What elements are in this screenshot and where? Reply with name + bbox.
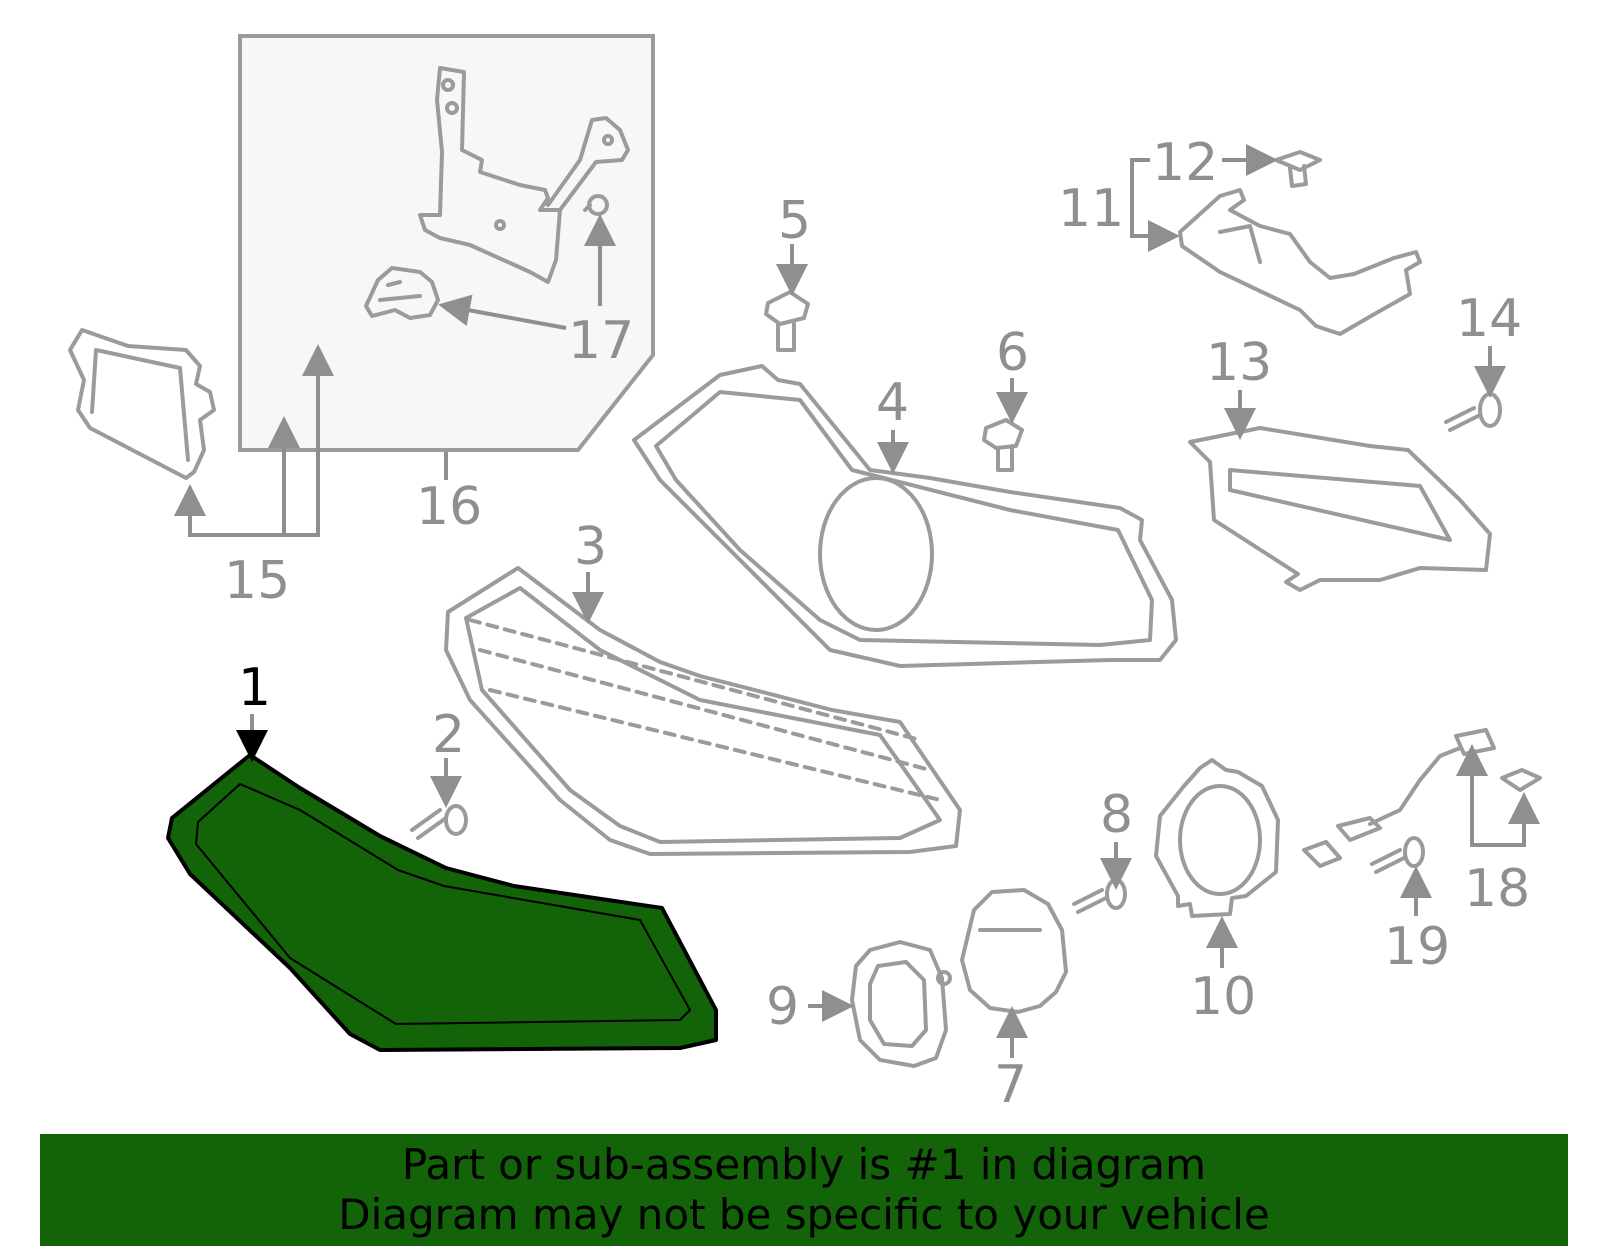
label-15: 15	[224, 551, 290, 611]
callout-arrows	[174, 144, 1540, 1058]
part-3-grille	[444, 566, 962, 856]
part-2-screw	[410, 804, 468, 840]
part-17-switch	[364, 266, 440, 320]
banner-line-1: Part or sub-assembly is #1 in diagram	[401, 1140, 1207, 1189]
label-16: 16	[416, 477, 482, 537]
parts-diagram: 1 2 3 4 5 6 7 8 9 10 11 12 13 14 15 16 1…	[68, 34, 1542, 1115]
label-9: 9	[766, 977, 799, 1037]
part-4-molding	[632, 364, 1178, 668]
part-18-harness	[1302, 728, 1542, 868]
part-13-lamp	[1188, 426, 1492, 592]
label-2: 2	[432, 705, 465, 765]
label-8: 8	[1100, 785, 1133, 845]
part-19-screw	[1370, 836, 1425, 874]
part-15-sensor	[68, 328, 216, 480]
label-18: 18	[1464, 859, 1530, 919]
label-11: 11	[1058, 179, 1124, 239]
label-4: 4	[876, 373, 909, 433]
part-10-ring	[1154, 758, 1280, 918]
label-3: 3	[574, 517, 607, 577]
label-13: 13	[1206, 333, 1272, 393]
part-16-box	[238, 34, 655, 452]
part-8-screw	[1072, 878, 1127, 914]
part-5-bolt	[764, 290, 810, 352]
label-10: 10	[1190, 967, 1256, 1027]
info-banner: Part or sub-assembly is #1 in diagram Di…	[40, 1134, 1568, 1246]
part-11-bracket	[1178, 188, 1422, 336]
banner-line-2: Diagram may not be specific to your vehi…	[338, 1190, 1270, 1239]
part-7-lamp	[960, 888, 1068, 1014]
label-7: 7	[994, 1055, 1027, 1115]
label-6: 6	[996, 323, 1029, 383]
part-1-grille-highlight	[166, 753, 718, 1052]
label-12: 12	[1152, 133, 1218, 193]
part-9-bezel	[850, 940, 952, 1068]
part-12-clip	[1274, 150, 1322, 188]
label-19: 19	[1384, 917, 1450, 977]
label-5: 5	[778, 191, 811, 251]
label-14: 14	[1456, 289, 1522, 349]
part-16-bracket	[418, 66, 630, 284]
part-6-pin	[982, 418, 1024, 472]
label-17: 17	[568, 311, 634, 371]
label-1: 1	[238, 658, 271, 718]
part-14-screw	[1444, 392, 1502, 432]
